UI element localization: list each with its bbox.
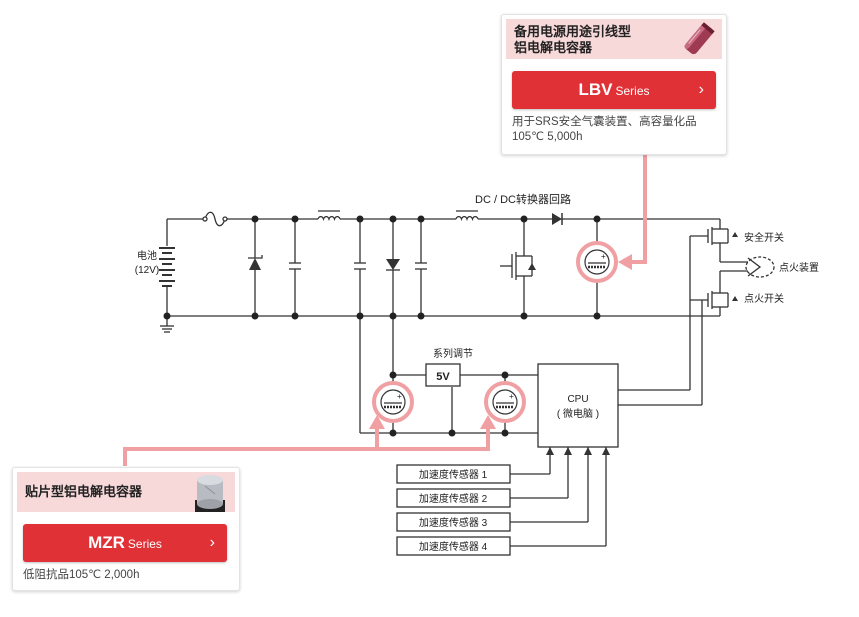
lbv-card-title: 备用电源用途引线型 铝电解电容器: [514, 24, 632, 55]
safety-switch-label: 安全开关: [744, 231, 784, 244]
igniter-label: 点火装置: [779, 261, 819, 274]
lbv-card-header: [506, 19, 722, 59]
dcdc-label: DC / DC转换器回路: [475, 192, 571, 206]
regulator-value: 5V: [436, 371, 450, 383]
cpu-sublabel: ( 微电脑 ): [557, 407, 599, 420]
sensor-1-label: 加速度传感器 1: [419, 468, 488, 481]
svg-text:+: +: [509, 392, 514, 401]
battery-voltage-label: (12V): [135, 265, 159, 276]
mzr-card-description: 低阻抗品105℃ 2,000h: [23, 569, 140, 581]
lbv-card-description: 用于SRS安全气囊装置、高容量化品 105℃ 5,000h: [512, 116, 697, 143]
cpu-label: CPU: [567, 394, 588, 405]
svg-text:+: +: [601, 252, 606, 261]
chevron-right-icon: ›: [209, 534, 215, 551]
sensor-3-label: 加速度传感器 3: [419, 516, 488, 529]
regulator-label: 系列调节: [433, 347, 473, 360]
svg-text:+: +: [397, 392, 402, 401]
battery-label: 电池: [137, 249, 157, 262]
lbv-series-word: Series: [615, 84, 650, 98]
sensor-4-label: 加速度传感器 4: [419, 540, 488, 553]
chip-capacitor-image: [195, 475, 225, 512]
lbv-series-code: LBV: [578, 80, 613, 99]
sensor-2-label: 加速度传感器 2: [419, 492, 488, 505]
lead-capacitor-image: [684, 22, 715, 55]
mzr-card-title: 贴片型铝电解电容器: [25, 484, 143, 499]
mzr-series-code: MZR: [88, 533, 125, 552]
ignition-switch-label: 点火开关: [744, 292, 784, 305]
mzr-series-word: Series: [127, 537, 162, 551]
chevron-right-icon: ›: [698, 81, 704, 98]
